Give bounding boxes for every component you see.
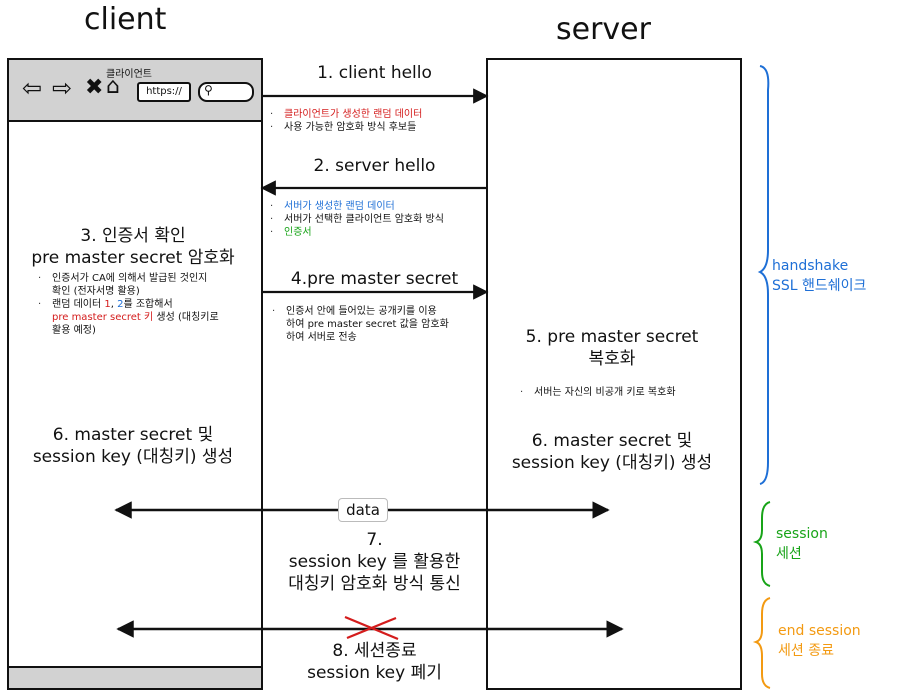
phase-session-en: session (776, 526, 828, 542)
step6-client: 6. master secret 및 session key (대칭키) 생성 (7, 424, 259, 468)
step1-label: 1. client hello (317, 63, 432, 83)
cross-mark (344, 615, 399, 641)
step7-text: 7. session key 를 활용한 대칭키 암호화 방식 통신 (262, 529, 487, 595)
step4-bullet-3: 하여 서버로 전송 (286, 332, 357, 343)
step3-line2: pre master secret 암호화 (31, 248, 235, 268)
step1-bullet-1: 클라이언트가 생성한 랜덤 데이터 (284, 109, 423, 120)
phase-handshake-en: handshake (772, 258, 849, 274)
step2-bullets: ·서버가 생성한 랜덤 데이터 ·서버가 선택한 클라이언트 암호화 방식 ·인… (270, 201, 444, 238)
step6-client-line2: session key (대칭키) 생성 (32, 447, 234, 467)
brace-handshake (757, 65, 770, 485)
client-box (7, 58, 263, 690)
data-label: data (338, 498, 388, 522)
phase-handshake: handshake SSL 핸드쉐이크 (772, 256, 866, 296)
step1-bullet-2: 사용 가능한 암호화 방식 후보들 (284, 122, 417, 133)
client-title: client (84, 2, 167, 37)
step3-b2b-red: pre master secret 키 (52, 312, 154, 323)
step2-label: 2. server hello (313, 156, 436, 176)
step3-n1: 1 (104, 299, 111, 310)
step3-bullets: ·인증서가 CA에 의해서 발급된 것인지 확인 (전자서명 활용) ·랜덤 데… (38, 272, 258, 337)
step4-bullets: ·인증서 안에 들어있는 공개키를 이용 하여 pre master secre… (272, 306, 449, 343)
step8-line2: session key 폐기 (307, 663, 442, 683)
step5-bullet: ·서버는 자신의 비공개 키로 복호화 (520, 387, 676, 398)
data-label-text: data (346, 501, 380, 519)
step3-title: 3. 인증서 확인 pre master secret 암호화 (7, 225, 259, 269)
browser-status-bar (9, 666, 261, 688)
step8-text: 8. 세션종료 session key 폐기 (262, 640, 487, 684)
step3-b2-tail: 를 조합해서 (123, 299, 173, 310)
step4-bullet-1: 인증서 안에 들어있는 공개키를 이용 (286, 306, 437, 317)
step3-sep: , (110, 299, 118, 310)
close-icon[interactable]: ✖ (85, 75, 104, 100)
url-field[interactable]: https:// (137, 82, 191, 102)
phase-end-session: end session 세션 종료 (778, 621, 861, 661)
step7-line2: session key 를 활용한 (288, 552, 461, 572)
search-field[interactable]: ⚲ (198, 82, 254, 102)
step5-title: 5. pre master secret 복호화 (486, 326, 738, 370)
step6-server: 6. master secret 및 session key (대칭키) 생성 (486, 430, 738, 474)
step3-b1b: 확인 (전자서명 활용) (52, 286, 140, 297)
step6-client-line1: 6. master secret 및 (52, 425, 214, 445)
url-text: https:// (146, 86, 182, 97)
step3-b2b-tail: 생성 (대칭키로 (153, 312, 219, 323)
step8-line1: 8. 세션종료 (332, 641, 417, 661)
step7-line3: 대칭키 암호화 방식 통신 (288, 574, 461, 594)
step5-line2: 복호화 (588, 349, 636, 369)
phase-end-ko: 세션 종료 (778, 643, 834, 659)
brace-session (752, 501, 771, 587)
server-title: server (556, 12, 651, 47)
step4-bullet-2: 하여 pre master secret 값을 암호화 (286, 319, 449, 330)
server-box (486, 58, 742, 690)
step5-line1: 5. pre master secret (525, 327, 699, 347)
step5-bullet-text: 서버는 자신의 비공개 키로 복호화 (534, 387, 676, 398)
step6-server-line2: session key (대칭키) 생성 (511, 453, 713, 473)
search-icon: ⚲ (204, 83, 213, 97)
phase-session-ko: 세션 (776, 546, 802, 562)
home-icon[interactable]: ⌂ (106, 74, 120, 99)
step2-bullet-1: 서버가 생성한 랜덤 데이터 (284, 201, 395, 212)
phase-session: session 세션 (776, 524, 828, 564)
step7-line1: 7. (366, 530, 383, 550)
step3-line1: 3. 인증서 확인 (80, 226, 186, 246)
step2-bullet-3: 인증서 (284, 227, 312, 238)
step3-b2c: 활용 예정) (52, 325, 96, 336)
step2-bullet-2: 서버가 선택한 클라이언트 암호화 방식 (284, 214, 444, 225)
step3-b2a: 랜덤 데이터 (52, 299, 105, 310)
step6-server-line1: 6. master secret 및 (531, 431, 693, 451)
back-icon[interactable]: ⇦ (22, 74, 43, 102)
step3-n2: 2 (117, 299, 124, 310)
step4-label: 4.pre master secret (290, 269, 459, 289)
step3-b1a: 인증서가 CA에 의해서 발급된 것인지 (52, 273, 208, 284)
step1-bullets: ·클라이언트가 생성한 랜덤 데이터 ·사용 가능한 암호화 방식 후보들 (270, 109, 423, 133)
phase-handshake-ko: SSL 핸드쉐이크 (772, 278, 867, 294)
forward-icon[interactable]: ⇨ (52, 74, 73, 102)
browser-title: 클라이언트 (106, 69, 152, 80)
phase-end-en: end session (778, 623, 861, 639)
brace-end-session (752, 597, 771, 689)
